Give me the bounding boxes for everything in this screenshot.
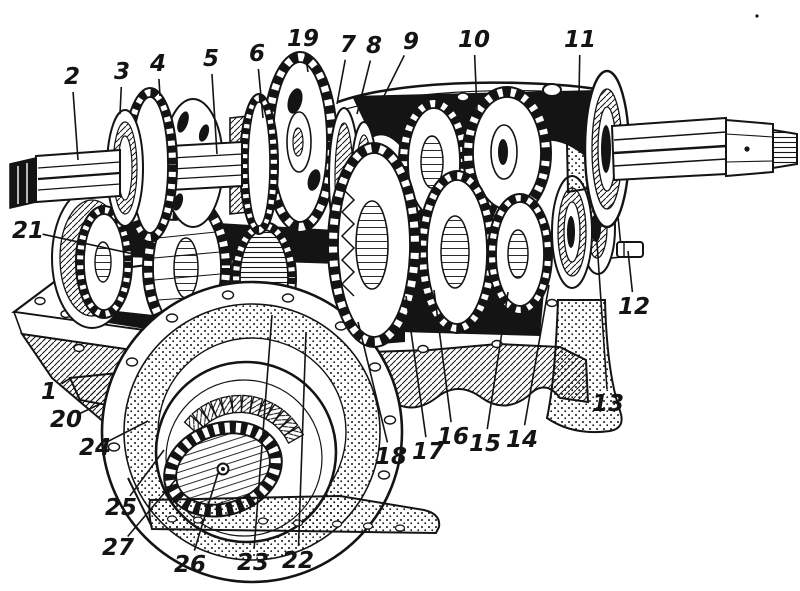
callout-21: 21 (12, 218, 44, 244)
input-shaft-section-5 (169, 140, 243, 192)
leader-line-8 (356, 60, 372, 115)
leader-line-21 (42, 233, 153, 259)
callout-2: 2 (64, 64, 80, 90)
callout-13: 13 (592, 391, 624, 417)
leader-line-16 (433, 289, 452, 423)
callout-4: 4 (149, 51, 166, 77)
leader-line-23 (253, 314, 273, 549)
input-shaft-2 (9, 148, 121, 209)
gear-countershaft-third (417, 170, 497, 334)
callout-27: 27 (102, 535, 134, 561)
leader-line-14 (523, 284, 550, 426)
gear-6-reverse-idler (239, 93, 279, 235)
callout-3: 3 (114, 59, 130, 85)
leader-line-7 (336, 59, 347, 105)
leader-line-3 (119, 86, 123, 115)
leader-line-26 (193, 472, 219, 551)
callout-19: 19 (287, 26, 319, 52)
callout-18: 18 (375, 444, 407, 470)
leader-line-27 (127, 477, 178, 538)
scan-speck (755, 14, 759, 18)
callout-20: 20 (50, 407, 82, 433)
oil-plug-icon (616, 241, 644, 258)
callout-1: 1 (41, 379, 57, 405)
leader-line-10 (473, 54, 478, 111)
input-shaft-end-cap (9, 157, 37, 209)
output-shaft-tip (772, 128, 798, 170)
flange-bolt-holes (107, 290, 397, 480)
callout-10: 10 (458, 27, 490, 53)
filler-plug-icon (456, 92, 470, 102)
base-bolt-slots (166, 515, 406, 532)
callout-8: 8 (366, 33, 382, 59)
callout-24: 24 (79, 435, 111, 461)
leader-line-17 (405, 295, 427, 438)
output-shaft (610, 116, 798, 182)
callout-11: 11 (564, 27, 596, 53)
clutch-spline-teeth (183, 394, 305, 445)
leader-line-25 (129, 449, 165, 497)
gear-countershaft-second (487, 193, 553, 315)
leader-line-18 (357, 321, 389, 443)
leader-line-24 (108, 420, 149, 442)
callout-12: 12 (618, 294, 650, 320)
leader-line-13 (595, 227, 608, 390)
callout-7: 7 (340, 32, 356, 58)
countershaft-rear-bearing (551, 175, 593, 289)
callout-15: 15 (469, 431, 501, 457)
callout-22: 22 (282, 548, 314, 574)
gear-10-mainshaft (462, 86, 552, 220)
leader-line-9 (370, 55, 406, 123)
leader-line-20 (79, 403, 101, 415)
leader-line-15 (486, 291, 509, 430)
callout-14: 14 (506, 427, 538, 453)
leader-line-11 (578, 54, 581, 98)
gear-21-countershaft-drive (75, 205, 133, 319)
callout-25: 25 (105, 495, 137, 521)
callout-9: 9 (403, 29, 419, 55)
leader-line-5 (211, 73, 218, 155)
gear-sliding-mesh-large (327, 142, 421, 348)
output-shaft-end-block (725, 118, 774, 178)
callout-16: 16 (437, 424, 469, 450)
leader-line-6 (257, 68, 264, 119)
chamfer-zigzag (340, 187, 356, 297)
leader-line-4 (158, 78, 161, 97)
leader-line-12 (627, 250, 634, 293)
leader-line-19 (304, 53, 309, 73)
callout-5: 5 (203, 46, 219, 72)
callout-23: 23 (237, 550, 269, 576)
leader-line-1 (61, 376, 73, 385)
breather-plug-icon (542, 83, 562, 97)
leader-line-2 (72, 91, 79, 161)
callout-6: 6 (249, 41, 265, 67)
callout-17: 17 (412, 439, 444, 465)
callout-26: 26 (174, 552, 206, 578)
leader-line-22 (297, 331, 307, 547)
